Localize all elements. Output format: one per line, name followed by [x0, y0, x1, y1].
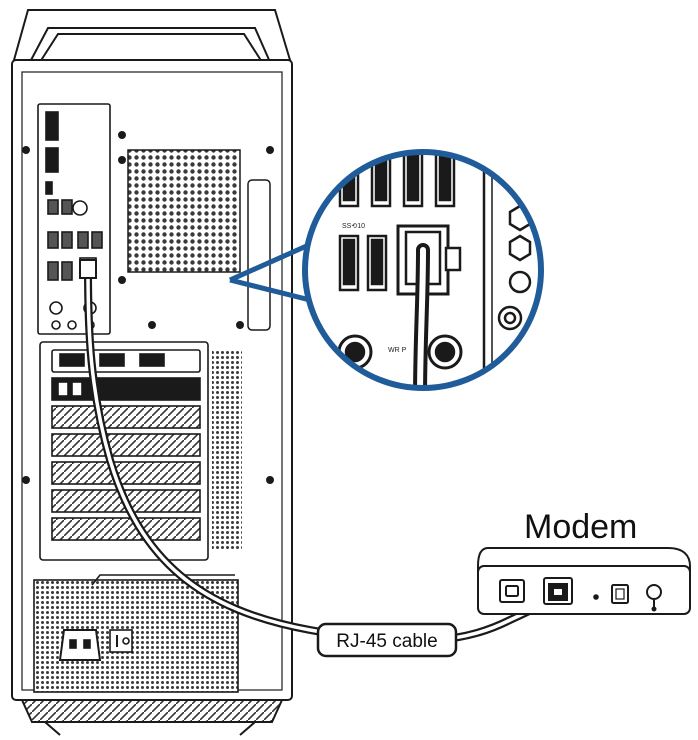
rj45-plug-pc	[79, 259, 97, 279]
tower-feet	[20, 699, 284, 723]
rj45-cable	[79, 259, 562, 645]
modem-switch[interactable]	[611, 584, 629, 604]
power-supply	[33, 574, 239, 693]
modem-device	[477, 547, 691, 615]
displayport-port	[45, 147, 59, 173]
power-socket-icon[interactable]	[58, 629, 102, 661]
cable-label-text: RJ-45 cable	[336, 631, 437, 652]
side-vent	[212, 350, 242, 550]
modem-body	[477, 565, 691, 615]
power-switch-icon[interactable]	[109, 629, 133, 653]
ps2-port	[72, 200, 88, 216]
zoom-ring	[302, 149, 544, 391]
hdmi-port	[45, 111, 59, 141]
usb-port	[47, 261, 59, 281]
zoom-callout: SS⟲10 WR P	[228, 149, 544, 391]
modem-power-jack[interactable]	[646, 584, 662, 600]
cable-label: RJ-45 cable	[316, 622, 458, 658]
tower-top-handle	[12, 9, 292, 64]
port-label-zoom: WR P	[388, 347, 407, 354]
rear-vent	[127, 149, 241, 273]
expansion-slots	[39, 341, 209, 561]
usb-label-zoom: SS⟲10	[342, 223, 365, 230]
modem-label: Modem	[524, 508, 637, 546]
io-panel	[37, 103, 111, 335]
